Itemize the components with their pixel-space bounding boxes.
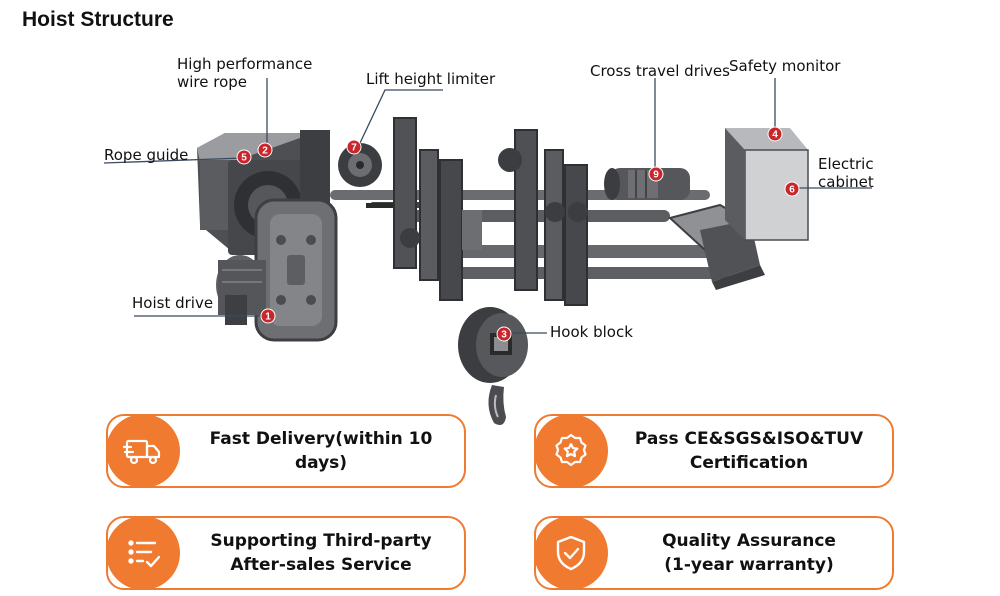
feature-text-line: Certification xyxy=(690,451,808,475)
label-electric-cabinet: Electric cabinet xyxy=(818,155,874,191)
feature-text-line: Pass CE&SGS&ISO&TUV xyxy=(635,427,863,451)
badge-cross-travel-drives: 9 xyxy=(649,167,663,181)
svg-text:2: 2 xyxy=(262,146,268,157)
svg-text:7: 7 xyxy=(351,143,357,154)
svg-text:1: 1 xyxy=(265,312,271,323)
label-hoist-drive: Hoist drive xyxy=(132,294,213,312)
label-hook-block: Hook block xyxy=(550,323,633,341)
hoist-motor xyxy=(216,255,266,325)
badge-hook-block: 3 xyxy=(497,327,511,341)
svg-text:6: 6 xyxy=(789,185,795,196)
feature-card-quality-assurance: Quality Assurance (1-year warranty) xyxy=(534,516,894,590)
svg-text:3: 3 xyxy=(501,330,507,341)
label-lift-height-limiter: Lift height limiter xyxy=(366,70,495,88)
feature-text-line: Supporting Third-party xyxy=(210,529,431,553)
feature-card-certification: Pass CE&SGS&ISO&TUV Certification xyxy=(534,414,894,488)
badge-safety-monitor: 4 xyxy=(768,127,782,141)
svg-text:5: 5 xyxy=(241,153,247,164)
badge-electric-cabinet: 6 xyxy=(785,182,799,196)
badge-wire-rope: 2 xyxy=(258,143,272,157)
label-wire-rope: High performance wire rope xyxy=(177,55,312,91)
label-rope-guide: Rope guide xyxy=(104,146,188,164)
hoist-machine-illustration: 2 7 9 4 5 6 1 3 xyxy=(0,0,1000,440)
label-safety-monitor: Safety monitor xyxy=(729,57,840,75)
svg-text:4: 4 xyxy=(772,130,778,141)
cross-travel-motor xyxy=(604,168,690,200)
shield-check-icon xyxy=(534,516,608,590)
feature-text-line: After-sales Service xyxy=(230,553,411,577)
feature-card-after-sales: Supporting Third-party After-sales Servi… xyxy=(106,516,466,590)
badge-lift-height-limiter: 7 xyxy=(347,140,361,154)
certificate-badge-icon xyxy=(534,414,608,488)
hook-block-part xyxy=(458,307,528,425)
svg-text:9: 9 xyxy=(653,170,659,181)
feature-card-fast-delivery: Fast Delivery(within 10 days) xyxy=(106,414,466,488)
service-checklist-icon xyxy=(106,516,180,590)
feature-text-line: (1-year warranty) xyxy=(664,553,834,577)
feature-text-line: Quality Assurance xyxy=(662,529,836,553)
badge-hoist-drive: 1 xyxy=(261,309,275,323)
delivery-truck-icon xyxy=(106,414,180,488)
label-cross-travel-drives: Cross travel drives xyxy=(590,62,730,80)
badge-rope-guide: 5 xyxy=(237,150,251,164)
feature-text-line: Fast Delivery(within 10 days) xyxy=(188,427,454,475)
